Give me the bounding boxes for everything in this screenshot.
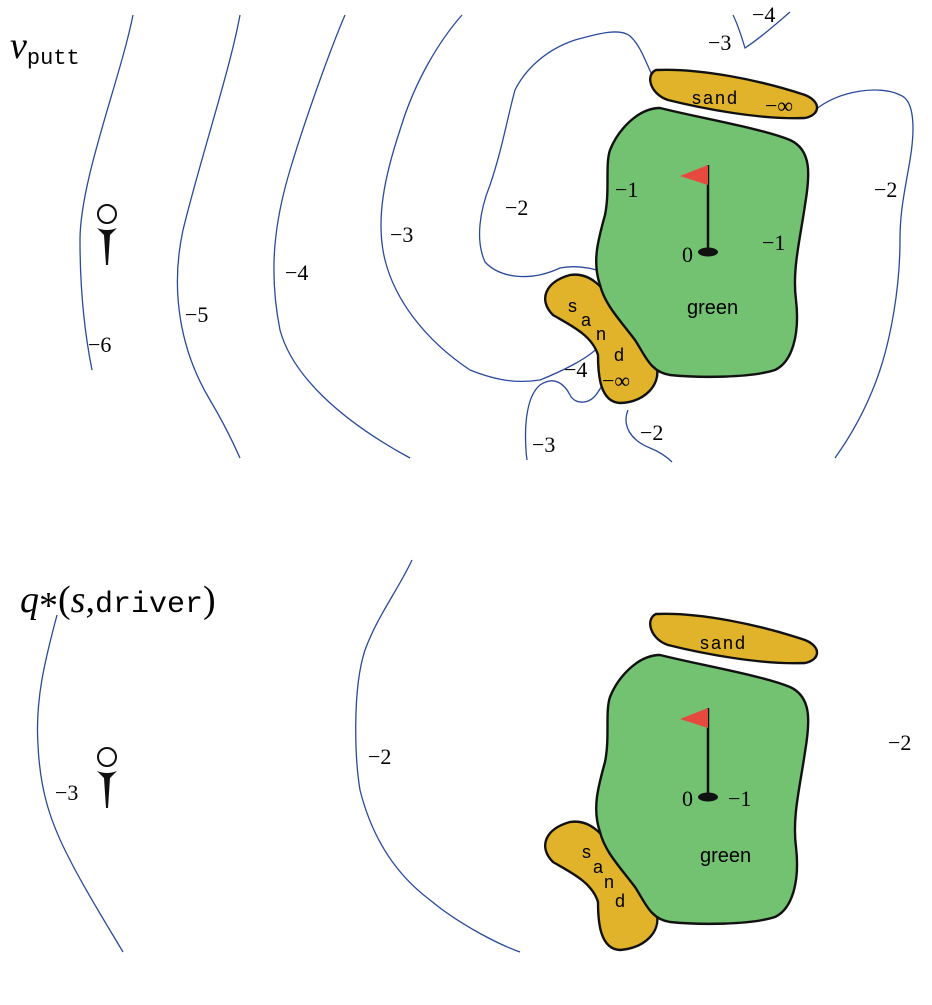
contour-line-minus-4-top [732,11,791,50]
contour-line-minus-3-bottom [525,449,528,461]
sand-bottom-letter-s: s [568,296,577,316]
contour-line-minus-3 [36,614,124,953]
label-minus-2-right: −2 [888,730,911,755]
tee-icon [97,747,117,808]
label-minus-1: −1 [728,786,751,811]
sand-bottom-letter-a: a [593,857,604,877]
sand-trap-top [649,68,819,120]
sand-bottom-letter-n: n [604,872,614,892]
sand-bottom-value: −∞ [602,368,630,393]
label-minus-3-top: −3 [708,30,731,55]
sand-top-label: sand [700,633,747,653]
label-minus-3: −3 [390,222,413,247]
flag [680,708,708,728]
flag [680,165,708,185]
sand-trap-top [649,612,819,665]
contour-line-minus-4 [273,14,411,459]
label-minus-3: −3 [55,780,78,805]
label-minus-3-bottom: −3 [532,432,555,457]
contour-line-minus-6 [79,14,134,371]
green-area [594,653,810,926]
contour-line-minus-5 [176,14,241,459]
label-minus-4-top: −4 [752,2,775,27]
label-minus-5: −5 [185,302,208,327]
sand-bottom-letter-a: a [581,310,592,330]
label-minus-2-right: −2 [874,177,897,202]
hole [698,247,718,257]
contour-line-minus-2-bottom [625,409,673,463]
top-panel: vputt −6 −5 −4 −3 −2 −1 −1 −2 0 −4 −3 −4… [10,2,914,463]
sand-bottom-letter-n: n [596,324,606,344]
label-minus-2-mid: −2 [368,744,391,769]
top-title: vputt [10,25,80,71]
green-label: green [687,297,738,319]
bottom-title: q*(s,driver) [20,579,216,627]
sand-top-value: −∞ [765,93,793,118]
sand-top-label: sand [692,88,739,108]
sand-bottom-letter-s: s [582,842,591,862]
label-minus-2-bottom: −2 [640,420,663,445]
label-zero: 0 [682,242,693,267]
contour-line-minus-3 [380,14,601,383]
label-minus-4-sand: −4 [564,357,587,382]
label-minus-2-left: −2 [505,195,528,220]
label-zero: 0 [682,786,693,811]
tee-icon [97,204,117,265]
label-minus-1-right: −1 [762,230,785,255]
contour-line-minus-2 [355,559,521,953]
label-minus-6: −6 [88,332,111,357]
bottom-panel: q*(s,driver) −3 −2 −2 −1 0 sand s a n d … [20,559,911,953]
sand-bottom-letter-d: d [615,891,625,911]
label-minus-1-left: −1 [615,177,638,202]
sand-bottom-letter-d: d [614,345,624,365]
label-minus-4: −4 [285,260,308,285]
hole [698,792,718,802]
green-area [594,106,810,379]
green-label: green [700,845,751,867]
